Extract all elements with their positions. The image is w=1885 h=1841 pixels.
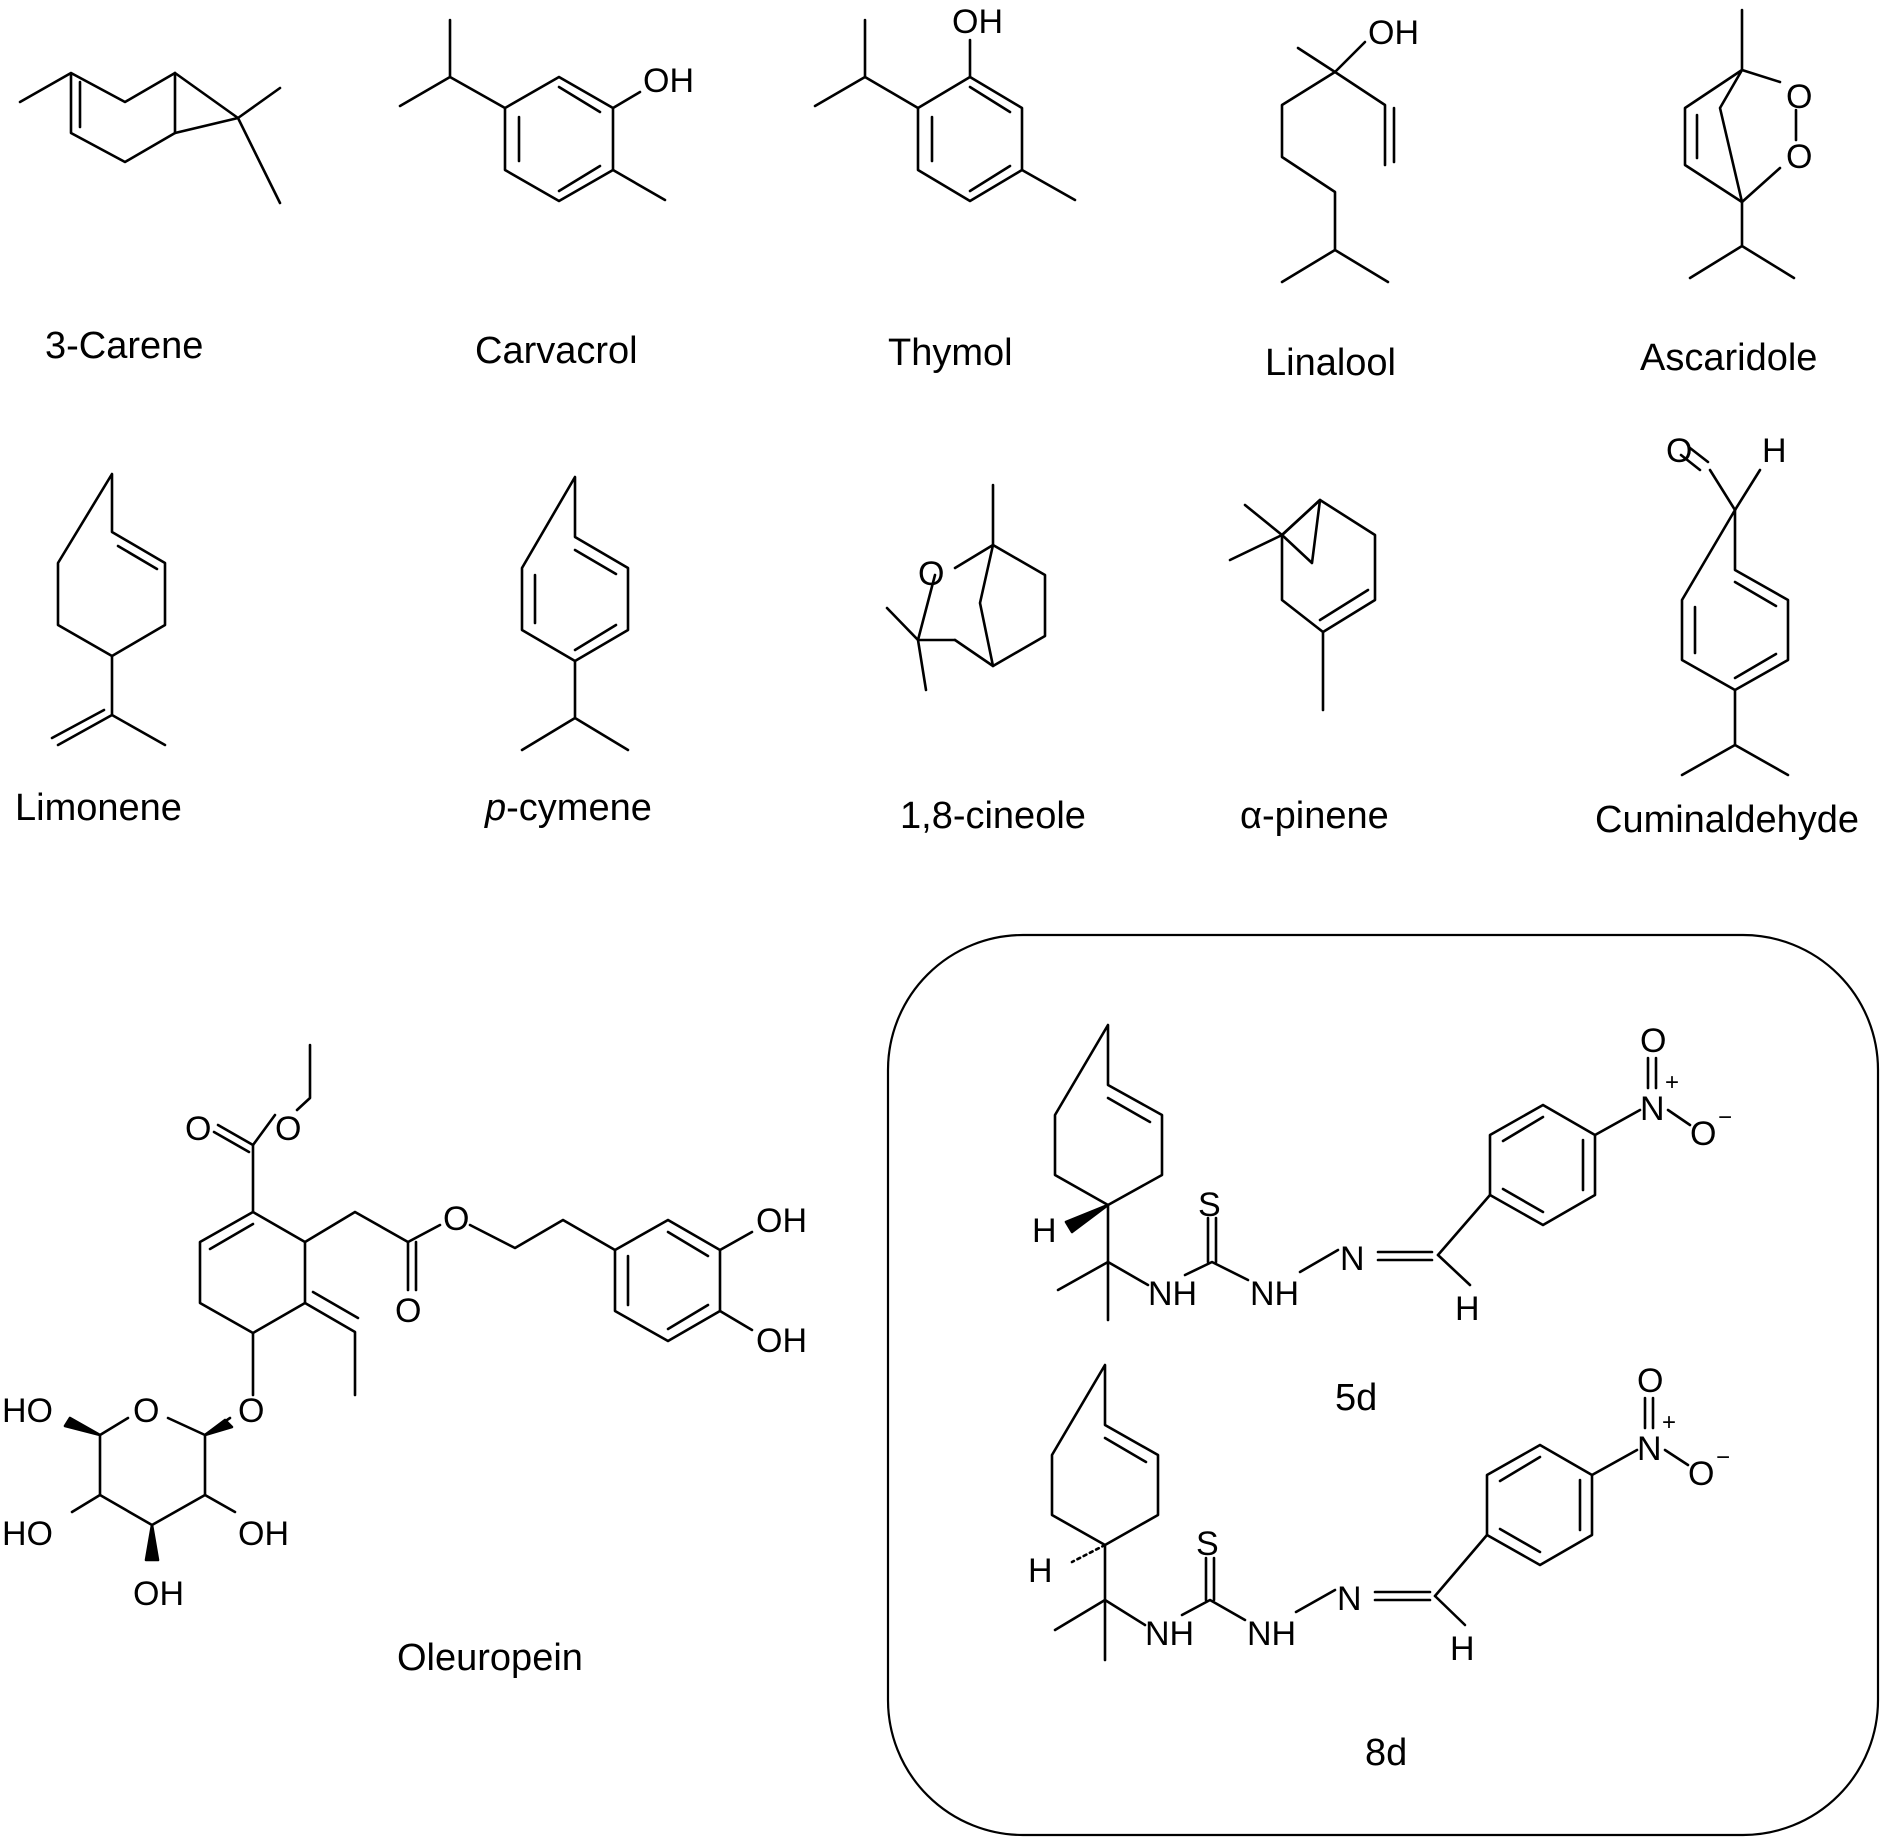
8d-n: N xyxy=(1337,1580,1362,1618)
oleuropein-oh-4: OH xyxy=(133,1575,184,1613)
oleuropein-o-ester1: O xyxy=(275,1110,301,1148)
oleuropein-oh-bottom: OH xyxy=(756,1322,807,1360)
5d-nh2: NH xyxy=(1250,1275,1299,1313)
carene-label: 3-Carene xyxy=(45,325,203,367)
8d-minus: − xyxy=(1716,1444,1730,1471)
p-cymene-prefix: p xyxy=(484,787,506,829)
carvacrol-oh: OH xyxy=(643,62,694,100)
oleuropein-o-ring: O xyxy=(133,1392,159,1430)
5d-nh1: NH xyxy=(1148,1275,1197,1313)
oleuropein-o-glycoside: O xyxy=(238,1392,264,1430)
8d-plus: + xyxy=(1662,1409,1676,1436)
8d-nh2: NH xyxy=(1247,1615,1296,1653)
structure-8d: H S NH NH N H N O O + − 8d xyxy=(1028,1362,1730,1774)
5d-h-imine: H xyxy=(1455,1290,1480,1328)
5d-s: S xyxy=(1198,1186,1221,1224)
carvacrol-label: Carvacrol xyxy=(475,330,638,372)
oleuropein-oh-3: OH xyxy=(238,1515,289,1553)
8d-label: 8d xyxy=(1365,1732,1407,1774)
p-cymene-label: p-cymene xyxy=(484,787,652,829)
structure-alpha-pinene: α-pinene xyxy=(1228,498,1389,837)
structure-thymol: OH Thymol xyxy=(813,3,1077,374)
structure-cuminaldehyde: O H Cuminaldehyde xyxy=(1595,432,1859,841)
cuminaldehyde-o: O xyxy=(1666,432,1692,470)
5d-plus: + xyxy=(1665,1069,1679,1096)
structure-limonene: Limonene xyxy=(15,472,182,829)
highlight-box xyxy=(886,933,1880,1837)
5d-no2-n: N xyxy=(1640,1090,1665,1128)
structure-ascaridole: O O Ascaridole xyxy=(1640,8,1817,379)
structure-carvacrol: OH Carvacrol xyxy=(398,18,694,372)
ascaridole-label: Ascaridole xyxy=(1640,337,1817,379)
structure-5d: H S NH NH N H N O O + − 5d xyxy=(1032,1022,1732,1419)
pinene-label: α-pinene xyxy=(1240,795,1389,837)
thymol-oh: OH xyxy=(952,3,1003,41)
structure-linalool: OH Linalool xyxy=(1265,14,1419,384)
5d-minus: − xyxy=(1718,1104,1732,1131)
8d-s: S xyxy=(1196,1525,1219,1563)
p-cymene-rest: -cymene xyxy=(506,787,652,829)
oleuropein-label: Oleuropein xyxy=(397,1637,583,1679)
ascaridole-o2: O xyxy=(1786,138,1812,176)
structure-p-cymene: p-cymene xyxy=(484,475,652,829)
thymol-label: Thymol xyxy=(888,332,1013,374)
8d-h-imine: H xyxy=(1450,1630,1475,1668)
8d-no2-n: N xyxy=(1637,1430,1662,1468)
cineole-label: 1,8-cineole xyxy=(900,795,1086,837)
limonene-label: Limonene xyxy=(15,787,182,829)
oleuropein-oh-top: OH xyxy=(756,1202,807,1240)
cineole-o: O xyxy=(918,555,944,593)
8d-nh1: NH xyxy=(1145,1615,1194,1653)
oleuropein-ho-2: HO xyxy=(2,1515,53,1553)
5d-no2-o1: O xyxy=(1640,1022,1666,1060)
8d-h: H xyxy=(1028,1552,1053,1590)
structure-3-carene: 3-Carene xyxy=(18,71,282,367)
8d-no2-o1: O xyxy=(1637,1362,1663,1400)
oleuropein-o-ester2: O xyxy=(443,1200,469,1238)
5d-no2-o2: O xyxy=(1690,1115,1716,1153)
cuminaldehyde-label: Cuminaldehyde xyxy=(1595,799,1859,841)
oleuropein-ho-1: HO xyxy=(2,1392,53,1430)
oleuropein-o-carbonyl2: O xyxy=(395,1292,421,1330)
structure-1-8-cineole: O 1,8-cineole xyxy=(885,483,1086,837)
structure-oleuropein: O O O O OH OH O O HO HO OH OH Oleuropein xyxy=(2,1043,807,1679)
oleuropein-o-carbonyl1: O xyxy=(185,1110,211,1148)
5d-label: 5d xyxy=(1335,1377,1377,1419)
5d-n: N xyxy=(1340,1240,1365,1278)
ascaridole-o1: O xyxy=(1786,78,1812,116)
5d-h: H xyxy=(1032,1212,1057,1250)
cuminaldehyde-h: H xyxy=(1762,432,1787,470)
8d-no2-o2: O xyxy=(1688,1455,1714,1493)
linalool-label: Linalool xyxy=(1265,342,1396,384)
linalool-oh: OH xyxy=(1368,14,1419,52)
